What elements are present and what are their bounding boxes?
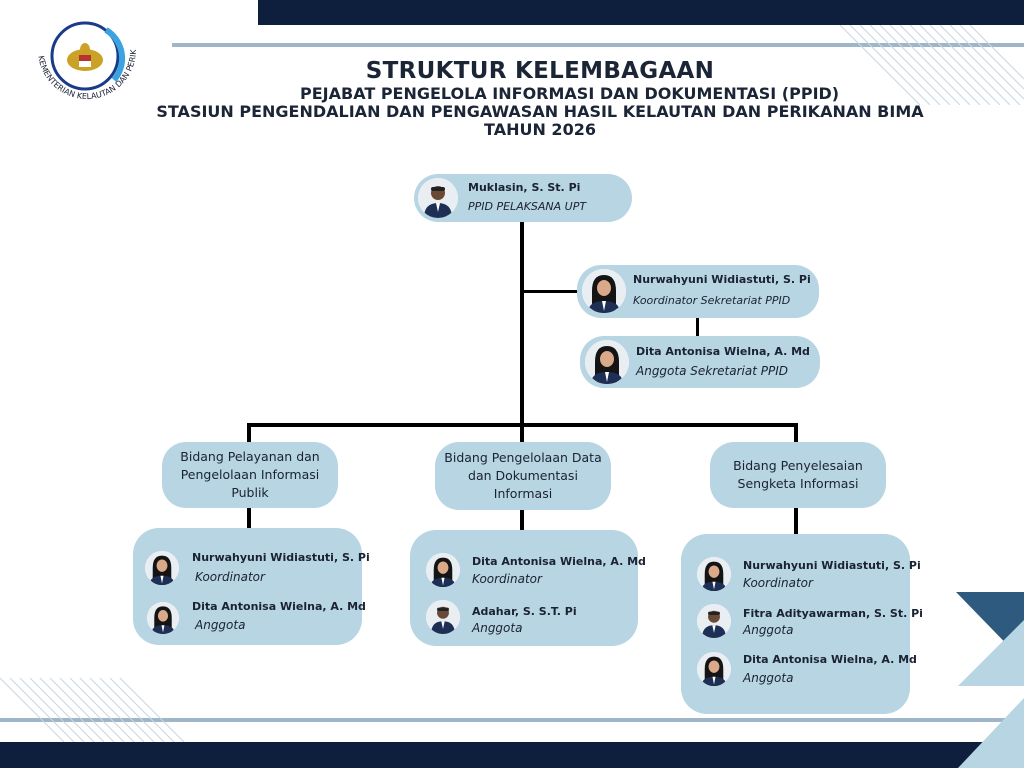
top-navy-bar <box>258 0 1024 25</box>
person-male-photo-icon <box>426 600 460 634</box>
member-role: Koordinator <box>195 570 265 584</box>
dept1-members-connector <box>247 508 251 528</box>
person-hijab-photo-icon <box>145 551 179 585</box>
bottom-right-triangle-decoration <box>956 592 1024 768</box>
person-hijab-photo-icon <box>697 652 731 686</box>
member-role: Anggota <box>195 618 246 632</box>
secretariat-member-role: Anggota Sekretariat PPID <box>636 364 788 378</box>
secretariat-coordinator-role: Koordinator Sekretariat PPID <box>633 294 791 307</box>
member-name: Dita Antonisa Wielna, A. Md <box>743 653 917 666</box>
dept1-connector <box>247 423 251 443</box>
subtitle-ppid: PEJABAT PENGELOLA INFORMASI DAN DOKUMENT… <box>300 84 840 103</box>
member-name: Nurwahyuni Widiastuti, S. Pi <box>192 551 370 564</box>
head-role: PPID PELAKSANA UPT <box>468 200 587 213</box>
person-hijab-photo-icon <box>147 602 179 634</box>
top-accent-line <box>172 43 1024 47</box>
dept2-members-connector <box>520 510 524 530</box>
subtitle-year: TAHUN 2026 <box>484 120 596 139</box>
person-hijab-photo-icon <box>697 557 731 591</box>
person-male-photo-icon <box>418 178 458 218</box>
secretariat-connector <box>520 290 578 293</box>
department-node-1: Bidang Pelayanan dan Pengelolaan Informa… <box>162 442 338 508</box>
secretariat-member-name: Dita Antonisa Wielna, A. Md <box>636 345 810 358</box>
secretariat-coordinator-name: Nurwahyuni Widiastuti, S. Pi <box>633 273 811 286</box>
department-title: Bidang Pelayanan dan Pengelolaan Informa… <box>180 449 320 500</box>
member-name: Fitra Adityawarman, S. St. Pi <box>743 607 923 620</box>
department-title: Bidang Pengelolaan Data dan Dokumentasi … <box>444 450 602 501</box>
department-node-2: Bidang Pengelolaan Data dan Dokumentasi … <box>435 442 611 510</box>
person-hijab-photo-icon <box>426 553 460 587</box>
member-name: Nurwahyuni Widiastuti, S. Pi <box>743 559 921 572</box>
main-vertical-connector <box>520 222 524 426</box>
garuda-emblem-icon <box>67 43 103 71</box>
head-node: Muklasin, S. St. Pi PPID PELAKSANA UPT <box>414 174 632 222</box>
dept3-members-connector <box>794 508 798 534</box>
member-role: Koordinator <box>472 572 542 586</box>
dept3-connector <box>794 423 798 443</box>
member-role: Anggota <box>743 623 794 637</box>
subtitle-station: STASIUN PENGENDALIAN DAN PENGAWASAN HASI… <box>156 102 924 121</box>
dept2-connector <box>520 423 524 443</box>
member-role: Anggota <box>472 621 523 635</box>
head-name: Muklasin, S. St. Pi <box>468 181 581 194</box>
person-male-photo-icon <box>697 604 731 638</box>
person-hijab-photo-icon <box>585 340 629 384</box>
member-role: Koordinator <box>743 576 813 590</box>
person-hijab-photo-icon <box>582 269 626 313</box>
bottom-left-hatch-decoration <box>0 678 185 742</box>
member-role: Anggota <box>743 671 794 685</box>
secretariat-member-connector <box>696 318 699 336</box>
secretariat-coordinator-node: Nurwahyuni Widiastuti, S. Pi Koordinator… <box>577 265 819 318</box>
member-name: Dita Antonisa Wielna, A. Md <box>192 600 366 613</box>
department-1-members: Nurwahyuni Widiastuti, S. Pi Koordinator… <box>133 528 370 645</box>
top-right-hatch-decoration <box>840 25 1024 105</box>
department-2-members: Dita Antonisa Wielna, A. Md Koordinator … <box>410 530 646 646</box>
bottom-navy-bar <box>0 742 1024 768</box>
department-node-3: Bidang Penyelesaian Sengketa Informasi <box>710 442 886 508</box>
bottom-accent-line <box>0 718 1024 722</box>
member-name: Dita Antonisa Wielna, A. Md <box>472 555 646 568</box>
page-title: STRUKTUR KELEMBAGAAN <box>365 58 715 84</box>
department-title: Bidang Penyelesaian Sengketa Informasi <box>733 458 863 491</box>
department-3-members: Nurwahyuni Widiastuti, S. Pi Koordinator… <box>681 534 923 714</box>
kkp-logo: KEMENTERIAN KELAUTAN DAN PERIKANAN <box>24 10 138 101</box>
secretariat-member-node: Dita Antonisa Wielna, A. Md Anggota Sekr… <box>580 336 820 388</box>
member-name: Adahar, S. S.T. Pi <box>472 605 577 618</box>
